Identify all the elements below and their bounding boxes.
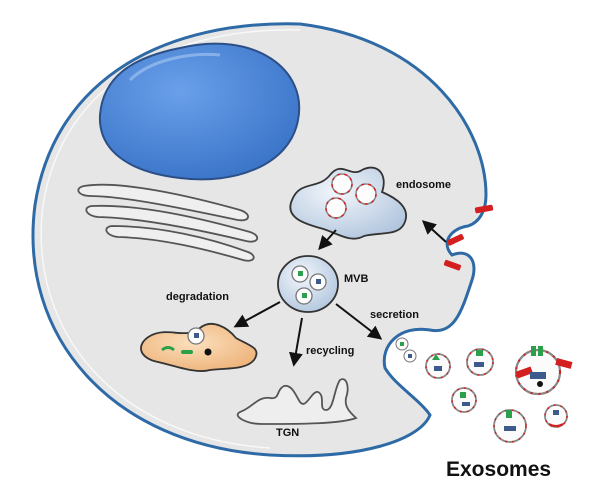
arrow-mvb-to-tgn [289,317,303,367]
tgn-label: TGN [276,427,299,439]
exosome [425,353,451,379]
endosome-label: endosome [396,179,451,191]
endosome-ilv [325,197,347,219]
endosome-ilv [331,173,353,195]
exosomes-label: Exosomes [446,458,551,481]
arrow-endosome-to-mvb [318,229,337,251]
exosome [493,409,527,443]
trans-golgi-network [236,378,358,425]
golgi-apparatus [77,183,259,262]
arrow-mvb-to-lysosome [233,301,281,328]
arrow-mvb-to-membrane [335,303,383,340]
exosome [544,404,568,428]
recycling-label: recycling [306,345,354,357]
fusion-site-vesicles [395,337,417,363]
mvb-label: MVB [344,273,369,285]
exosome [451,387,477,413]
degradation-label: degradation [166,291,229,303]
surface-receptors [443,204,494,271]
endosome-ilv [355,183,377,205]
exosome-large [514,346,573,396]
arrow-membrane-to-endosome [421,220,447,243]
nucleus [98,42,301,181]
lysosome [140,323,258,372]
multivesicular-body [277,255,339,313]
endosome [289,166,407,240]
secretion-label: secretion [370,309,419,321]
exosome [466,348,494,376]
